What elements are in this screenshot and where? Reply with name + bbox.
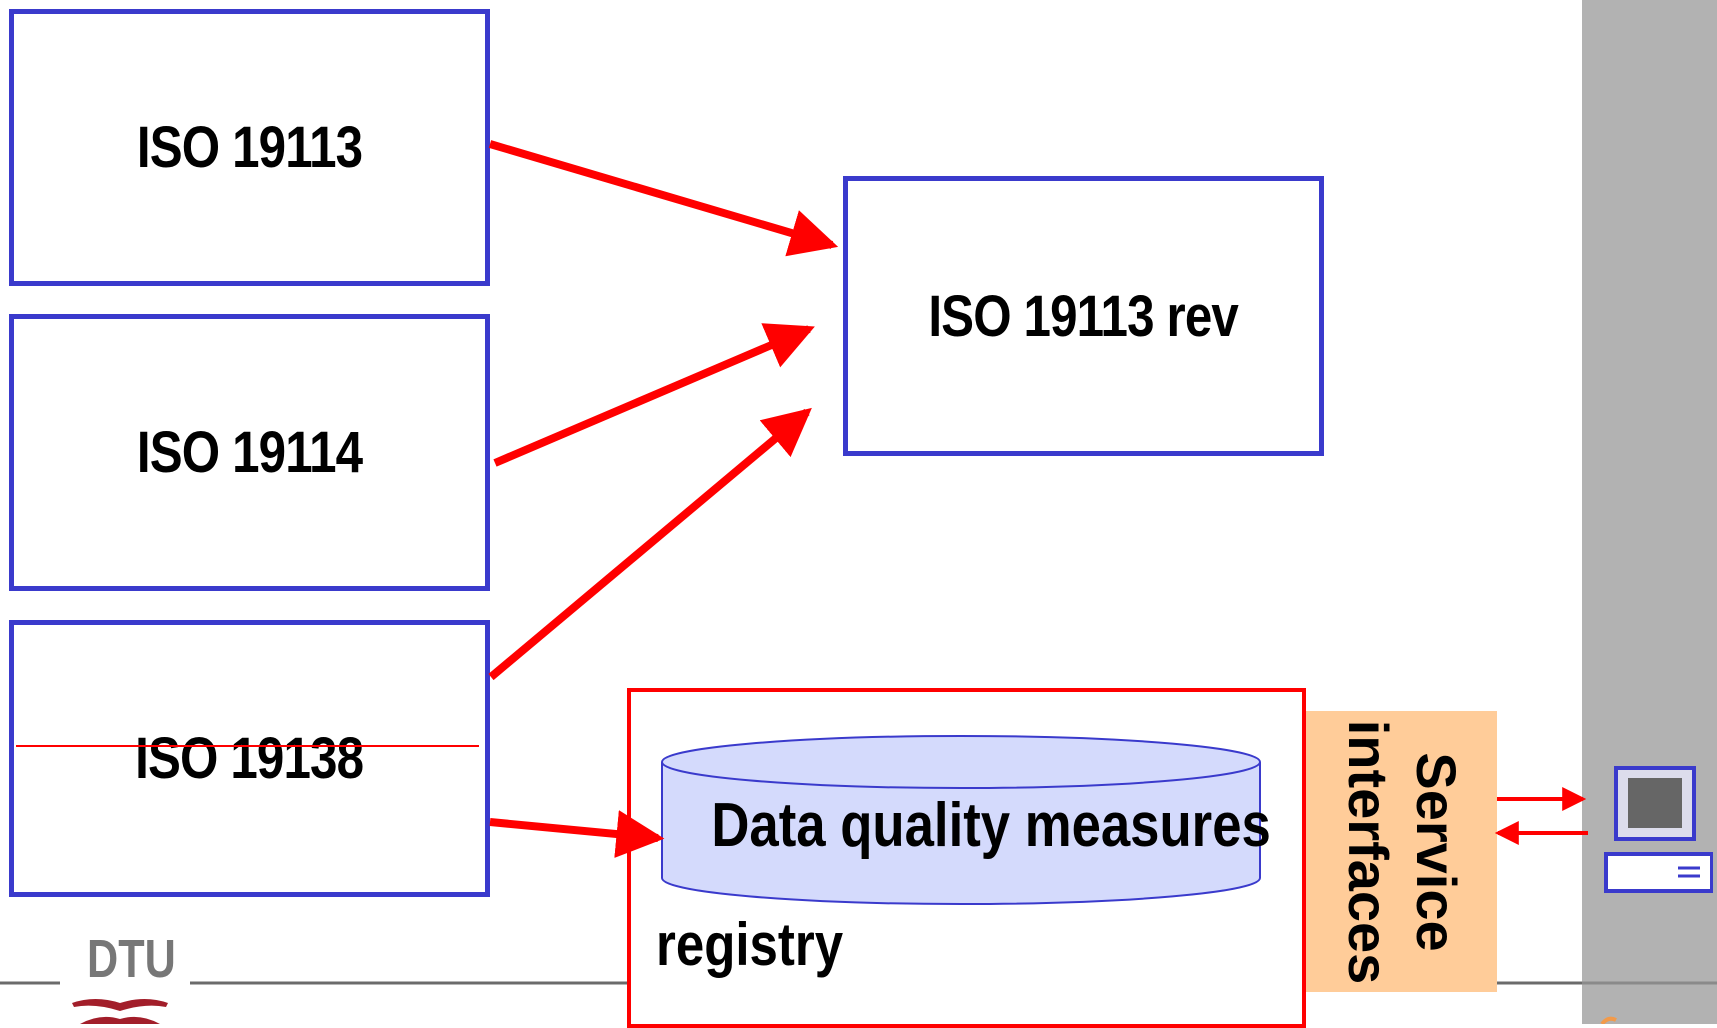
- service-interfaces-box: Service interfaces: [1306, 711, 1497, 992]
- box-iso-19114: ISO 19114: [9, 314, 490, 591]
- box-iso-19113-rev: ISO 19113 rev: [843, 176, 1324, 456]
- dtu-logo-text: DTU: [87, 929, 176, 989]
- box-iso-19113-label: ISO 19113: [136, 115, 363, 180]
- box-iso-19138-label: ISO 19138: [135, 726, 364, 791]
- arrow-19113-to-rev: [488, 140, 839, 257]
- arrow-19138-to-rev: [488, 407, 812, 681]
- database-label: Data quality measures: [711, 791, 1271, 860]
- arrow-19138-to-registry: [489, 810, 665, 858]
- arrow-19114-to-rev: [493, 323, 815, 467]
- dtu-logo-icon: [72, 999, 168, 1024]
- orange-mark: [1600, 1016, 1617, 1024]
- box-iso-19113: ISO 19113: [9, 9, 490, 286]
- box-iso-19138: ISO 19138: [9, 620, 490, 897]
- box-iso-19114-label: ISO 19114: [136, 420, 363, 485]
- registry-label: registry: [656, 911, 844, 978]
- iso-19138-strikethrough: [16, 745, 479, 747]
- box-iso-19113-rev-label: ISO 19113 rev: [928, 283, 1240, 349]
- computer-icon: [1604, 766, 1713, 893]
